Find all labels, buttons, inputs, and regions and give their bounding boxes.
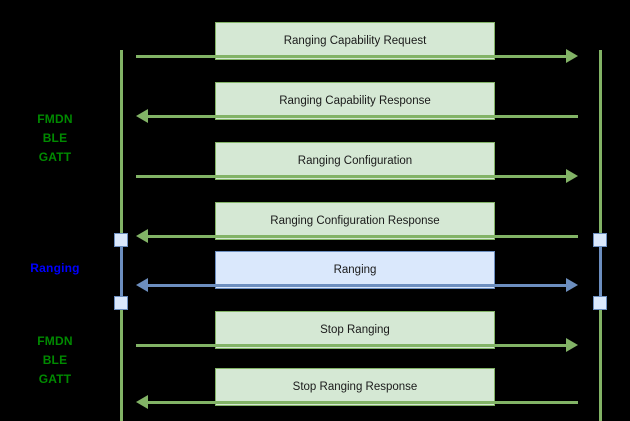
msg-ranging-capability-response-label: Ranging Capability Response xyxy=(279,95,431,107)
msg-ranging-capability-request-box[interactable]: Ranging Capability Request xyxy=(215,22,495,60)
msg-ranging-arrow xyxy=(136,277,578,293)
msg-stop-ranging-response-arrowhead-left xyxy=(136,395,148,409)
msg-ranging-arrowhead-left xyxy=(136,278,148,292)
msg-stop-ranging-response-box[interactable]: Stop Ranging Response xyxy=(215,368,495,406)
msg-ranging-configuration-arrowhead-right xyxy=(566,169,578,183)
activation-left-end-node[interactable] xyxy=(114,296,128,310)
activation-right-end-node[interactable] xyxy=(593,296,607,310)
msg-stop-ranging-response-arrow-line xyxy=(146,401,578,404)
msg-ranging-capability-response-arrow-line xyxy=(146,115,578,118)
msg-ranging-configuration-response-box[interactable]: Ranging Configuration Response xyxy=(215,202,495,240)
msg-ranging-box[interactable]: Ranging xyxy=(215,251,495,289)
msg-ranging-configuration-response-arrow xyxy=(136,228,578,244)
msg-ranging-configuration-box[interactable]: Ranging Configuration xyxy=(215,142,495,180)
phase-label-fmdn-ble-gatt-top: FMDN BLE GATT xyxy=(37,112,73,164)
activation-left-line xyxy=(120,240,123,303)
msg-ranging-configuration-label: Ranging Configuration xyxy=(297,155,413,167)
msg-ranging-configuration-response-label: Ranging Configuration Response xyxy=(270,215,440,227)
msg-stop-ranging-arrow xyxy=(136,337,578,353)
msg-stop-ranging-label: Stop Ranging xyxy=(320,324,390,336)
msg-ranging-capability-response-arrow xyxy=(136,108,578,124)
msg-stop-ranging-box[interactable]: Stop Ranging xyxy=(215,311,495,349)
msg-ranging-configuration-response-arrow-line xyxy=(146,235,578,238)
msg-ranging-arrowhead-right xyxy=(566,278,578,292)
msg-ranging-capability-response-arrowhead-left xyxy=(136,109,148,123)
msg-ranging-configuration-response-arrowhead-left xyxy=(136,229,148,243)
msg-ranging-label: Ranging xyxy=(333,264,377,276)
phase-label-ranging: Ranging xyxy=(30,261,80,275)
msg-stop-ranging-response-label: Stop Ranging Response xyxy=(292,381,418,393)
activation-right-line xyxy=(599,240,602,303)
activation-left-start-node[interactable] xyxy=(114,233,128,247)
phase-label-fmdn-ble-gatt-bottom: FMDN BLE GATT xyxy=(37,334,73,386)
msg-ranging-arrow-line xyxy=(146,284,568,287)
msg-ranging-capability-request-arrowhead-right xyxy=(566,49,578,63)
msg-ranging-capability-response-box[interactable]: Ranging Capability Response xyxy=(215,82,495,120)
activation-right-start-node[interactable] xyxy=(593,233,607,247)
msg-stop-ranging-arrow-line xyxy=(136,344,568,347)
msg-stop-ranging-arrowhead-right xyxy=(566,338,578,352)
msg-ranging-capability-request-label: Ranging Capability Request xyxy=(283,35,427,47)
msg-ranging-configuration-arrow-line xyxy=(136,175,568,178)
msg-ranging-capability-request-arrow xyxy=(136,48,578,64)
msg-ranging-configuration-arrow xyxy=(136,168,578,184)
msg-stop-ranging-response-arrow xyxy=(136,394,578,410)
msg-ranging-capability-request-arrow-line xyxy=(136,55,568,58)
